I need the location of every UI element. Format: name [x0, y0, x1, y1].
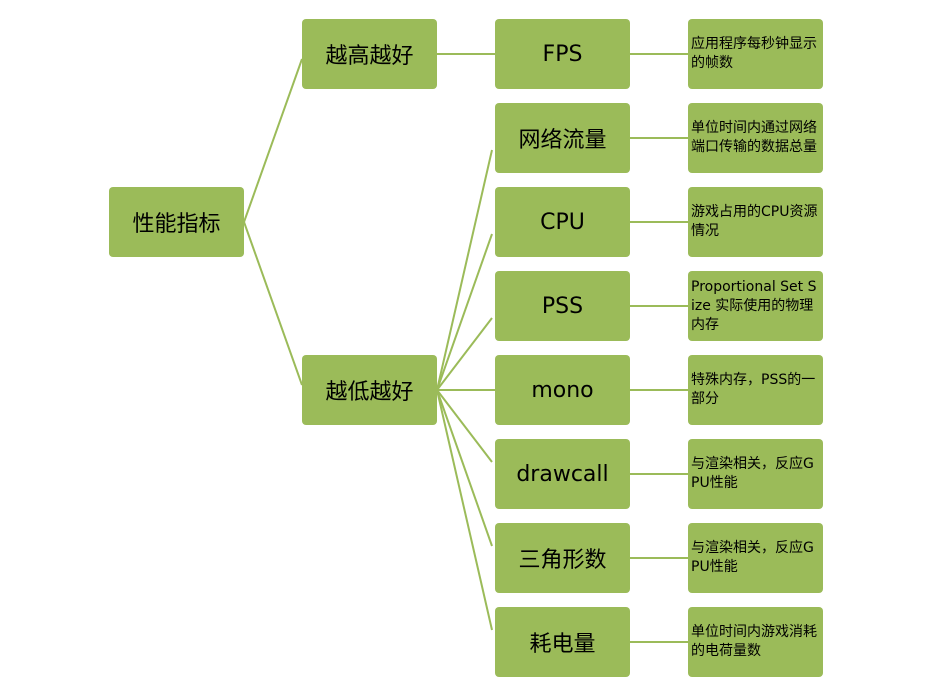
metric-node: 耗电量	[495, 607, 630, 677]
metric-description: 单位时间内游戏消耗的电荷量数	[688, 607, 823, 677]
metric-node: FPS	[495, 19, 630, 89]
metric-description: 与渲染相关，反应GPU性能	[688, 523, 823, 593]
metric-description: 与渲染相关，反应GPU性能	[688, 439, 823, 509]
metric-node: mono	[495, 355, 630, 425]
metric-description: Proportional Set Size 实际使用的物理内存	[688, 271, 823, 341]
metric-node: 网络流量	[495, 103, 630, 173]
metric-description-text: 与渲染相关，反应GPU性能	[691, 540, 814, 575]
metric-description-text: 与渲染相关，反应GPU性能	[691, 456, 814, 491]
group-node-lower-better: 越低越好	[302, 355, 437, 425]
metric-description-text: 应用程序每秒钟显示的帧数	[691, 36, 817, 71]
metric-description-text: 单位时间内游戏消耗的电荷量数	[691, 624, 817, 659]
connector-group-to-metric	[436, 317, 493, 391]
metric-node: CPU	[495, 187, 630, 257]
connector-root-to-group	[243, 58, 303, 223]
metric-description-text: 单位时间内通过网络端口传输的数据总量	[691, 120, 817, 155]
connector-group-to-metric	[436, 149, 493, 391]
connector-group-to-metric	[436, 389, 493, 463]
connector-group-to-metric	[436, 233, 493, 391]
metric-node: 三角形数	[495, 523, 630, 593]
metric-description-text: 特殊内存，PSS的一部分	[691, 372, 816, 407]
metric-node: PSS	[495, 271, 630, 341]
connector-group-to-metric	[436, 389, 493, 547]
metric-description: 应用程序每秒钟显示的帧数	[688, 19, 823, 89]
metric-description-text: Proportional Set Size 实际使用的物理内存	[691, 278, 817, 333]
metric-description-text: 游戏占用的CPU资源情况	[691, 204, 818, 239]
metric-description: 单位时间内通过网络端口传输的数据总量	[688, 103, 823, 173]
connector-root-to-group	[243, 221, 303, 386]
root-node: 性能指标	[109, 187, 244, 257]
metric-description: 特殊内存，PSS的一部分	[688, 355, 823, 425]
group-node-higher-better: 越高越好	[302, 19, 437, 89]
metric-node: drawcall	[495, 439, 630, 509]
metric-description: 游戏占用的CPU资源情况	[688, 187, 823, 257]
connector-group-to-metric	[436, 389, 493, 631]
